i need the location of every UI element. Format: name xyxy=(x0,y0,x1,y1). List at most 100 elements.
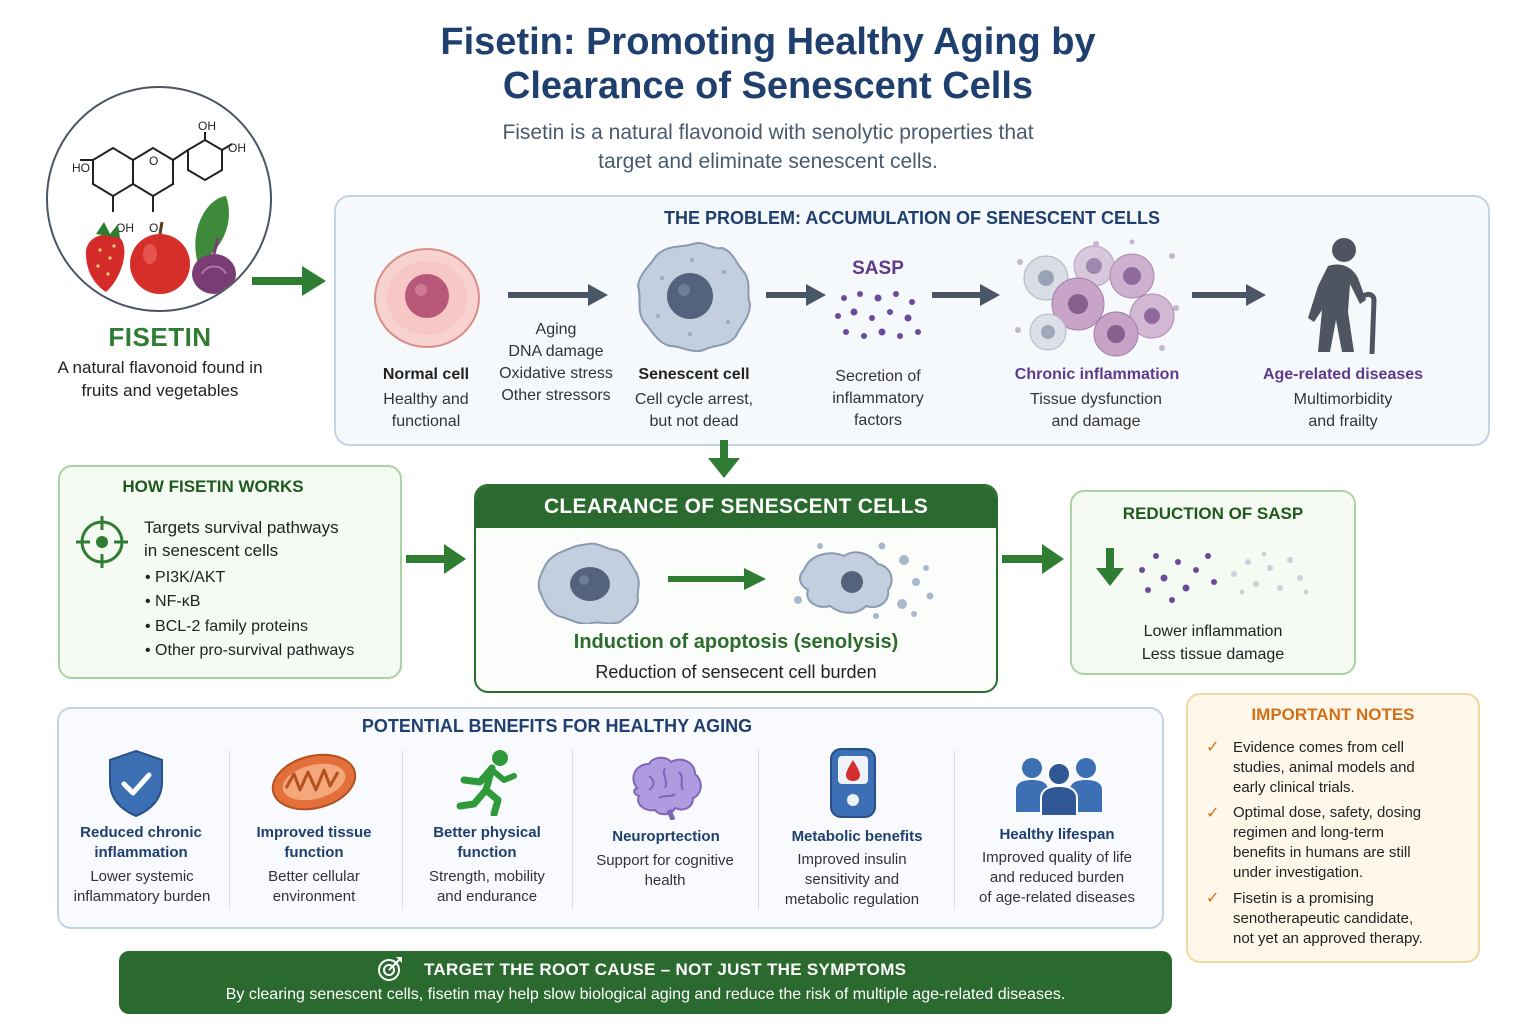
subtitle-line-1: Fisetin is a natural flavonoid with seno… xyxy=(502,121,1034,144)
fisetin-name: FISETIN xyxy=(108,322,212,352)
senescent-cell-icon xyxy=(537,542,640,624)
benefit-label: Metabolic benefits xyxy=(764,827,950,847)
clearance-subtitle: Induction of apoptosis (senolysis) xyxy=(573,631,899,653)
benefit-label-line: Healthy lifespan xyxy=(999,826,1115,843)
benefit-desc: Lower systemic inflammatory burden xyxy=(63,867,221,907)
fisetin-desc-line-2: fruits and vegetables xyxy=(81,381,239,400)
benefit-desc-line: Improved insulin xyxy=(797,851,907,868)
benefit-label-line: Reduced chronic xyxy=(80,824,202,841)
benefit-label: Healthy lifespan xyxy=(962,825,1152,845)
benefit-desc-line: environment xyxy=(272,888,356,905)
chronic-inflammation-desc-2: and damage xyxy=(1051,413,1141,430)
chronic-inflammation-desc: Tissue dysfunction and damage xyxy=(1006,389,1186,433)
pathway-text: PI3K/AKT xyxy=(155,569,226,586)
note-item: Evidence comes from cell studies, animal… xyxy=(1233,738,1468,798)
senescent-cell-icon xyxy=(636,242,752,353)
onion-icon xyxy=(192,254,236,294)
clearance-title: CLEARANCE OF SENESCENT CELLS xyxy=(476,486,996,528)
people-icon xyxy=(1016,758,1102,816)
arrow-right-icon xyxy=(932,284,1000,306)
divider xyxy=(758,750,759,910)
sasp-desc-1: Secretion of xyxy=(835,368,921,385)
benefit-desc: Improved quality of life and reduced bur… xyxy=(958,848,1156,908)
note-item: Fisetin is a promising senotherapeutic c… xyxy=(1233,889,1468,949)
stressors-list: Aging DNA damage Oxidative stress Other … xyxy=(486,319,626,407)
subtitle-line-2: target and eliminate senescent cells. xyxy=(598,150,938,173)
apple-icon xyxy=(130,234,190,294)
sasp-reduction-desc-1: Lower inflammation xyxy=(1143,623,1283,640)
benefit-desc-line: and reduced burden xyxy=(989,869,1125,886)
benefits-panel xyxy=(57,707,1164,929)
clearance-desc: Reduction of sensecent cell burden xyxy=(595,662,877,682)
arrow-right-icon xyxy=(668,568,766,590)
apoptotic-cell-icon xyxy=(794,542,934,619)
banner-title: TARGET THE ROOT CAUSE – NOT JUST THE SYM… xyxy=(424,960,907,979)
normal-cell-label: Normal cell xyxy=(382,366,470,383)
benefit-label: Reduced chronic inflammation xyxy=(63,823,219,863)
senescent-cell-desc-2: but not dead xyxy=(649,413,739,430)
benefit-desc-line: inflammatory burden xyxy=(73,888,211,905)
benefit-desc: Support for cognitive health xyxy=(578,851,752,891)
note-line: not yet an approved therapy. xyxy=(1233,930,1423,947)
mitochondria-icon xyxy=(271,753,357,811)
benefit-label-line: function xyxy=(457,844,517,861)
important-notes-panel xyxy=(1186,693,1480,963)
page-subtitle: Fisetin is a natural flavonoid with seno… xyxy=(380,118,1156,176)
note-item: Optimal dose, safety, dosing regimen and… xyxy=(1233,803,1468,883)
shield-check-icon xyxy=(109,749,163,818)
mol-oh-bottom: OH xyxy=(116,221,134,235)
pathway-bullet: • PI3K/AKT xyxy=(145,569,226,586)
pathway-text: NF-κB xyxy=(155,593,201,610)
benefit-desc: Strength, mobility and endurance xyxy=(408,867,566,907)
how-intro: Targets survival pathways in senescent c… xyxy=(144,516,384,562)
brain-icon xyxy=(632,756,702,820)
pathway-text: BCL-2 family proteins xyxy=(155,618,308,635)
normal-cell-desc-2: functional xyxy=(391,413,461,430)
how-intro-line-2: in senescent cells xyxy=(144,541,279,560)
mol-oh-top: OH xyxy=(198,119,216,133)
how-title: HOW FISETIN WORKS xyxy=(122,477,304,496)
target-icon xyxy=(378,957,402,981)
age-related-diseases-desc-2: and frailty xyxy=(1308,413,1378,430)
divider xyxy=(954,750,955,910)
stressor-item: Other stressors xyxy=(501,387,611,404)
benefit-desc-line: Better cellular xyxy=(268,868,360,885)
note-line: early clinical trials. xyxy=(1233,779,1355,796)
benefit-desc-line: Strength, mobility xyxy=(429,868,545,885)
page-title: Fisetin: Promoting Healthy Aging by Clea… xyxy=(300,20,1236,108)
normal-cell-icon xyxy=(374,248,480,348)
benefit-desc-line: and endurance xyxy=(436,888,538,905)
benefit-desc-line: metabolic regulation xyxy=(784,891,920,908)
note-line: Fisetin is a promising xyxy=(1233,890,1374,907)
title-line-1: Fisetin: Promoting Healthy Aging by xyxy=(440,21,1096,63)
benefit-label-line: inflammation xyxy=(94,844,188,861)
mol-ho-left: HO xyxy=(72,161,90,175)
benefit-label-line: Metabolic benefits xyxy=(791,828,923,845)
benefit-desc-line: sensitivity and xyxy=(804,871,900,888)
sasp-label: SASP xyxy=(852,258,904,279)
banner-text: By clearing senescent cells, fisetin may… xyxy=(225,986,1066,1003)
bottom-banner xyxy=(119,951,1172,1014)
age-related-diseases-desc: Multimorbidity and frailty xyxy=(1263,389,1423,433)
sasp-desc-2: inflammatory xyxy=(832,390,924,407)
pathway-text: Other pro-survival pathways xyxy=(155,642,355,659)
benefit-desc-line: of age-related diseases xyxy=(979,889,1135,906)
benefit-desc-line: Support for cognitive xyxy=(596,852,734,869)
checkmark-icon: ✓ xyxy=(1206,805,1220,822)
note-line: benefits in humans are still xyxy=(1233,844,1411,861)
divider xyxy=(572,750,573,910)
benefit-desc: Better cellular environment xyxy=(236,867,392,907)
benefit-label-line: Neuroprtection xyxy=(612,828,720,845)
problem-panel xyxy=(334,195,1490,446)
mol-o-ring: O xyxy=(149,154,158,168)
senescent-cell-desc-1: Cell cycle arrest, xyxy=(634,391,754,408)
age-related-diseases-desc-1: Multimorbidity xyxy=(1293,391,1393,408)
senescent-cell-desc: Cell cycle arrest, but not dead xyxy=(614,389,774,433)
normal-cell-desc-1: Healthy and xyxy=(383,391,469,408)
sasp-particles-icon xyxy=(835,291,921,339)
benefit-label: Neuroprtection xyxy=(580,827,752,847)
arrow-right-icon xyxy=(508,284,608,306)
benefit-desc-line: health xyxy=(644,872,686,889)
glucose-meter-icon xyxy=(830,748,876,818)
fisetin-desc: A natural flavonoid found in fruits and … xyxy=(30,356,290,402)
